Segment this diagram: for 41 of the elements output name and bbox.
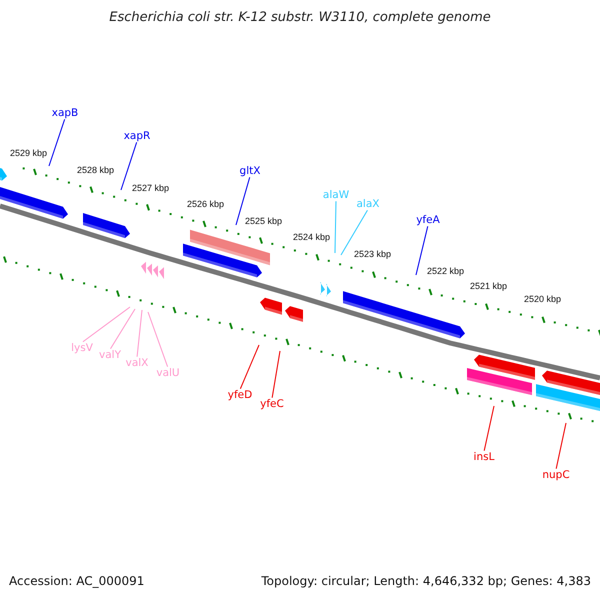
leader-line — [484, 406, 494, 452]
gene-label: valU — [156, 368, 180, 378]
leader-line — [236, 176, 250, 226]
leader-line — [148, 312, 168, 368]
gene-label: yfeA — [416, 214, 440, 226]
footer-text: Accession: AC_000091 — [9, 575, 144, 587]
scale-label: 2525 kbp — [245, 216, 282, 226]
gene-label: xapB — [52, 108, 78, 118]
gene-label: lysV — [71, 342, 93, 354]
title: Escherichia coli str. K-12 substr. W3110, complete genome — [108, 11, 492, 24]
leader-line — [240, 344, 260, 390]
scale-label: 2526 kbp — [187, 200, 224, 210]
scale-label: 2529 kbp — [10, 148, 48, 158]
gene-label: insL — [474, 452, 494, 462]
scale-label: 2520 kbp — [524, 294, 562, 304]
gene-label: nupC — [542, 470, 570, 480]
gene-label: alaX — [356, 198, 380, 210]
leader-line — [272, 350, 280, 398]
scale-label: 2527 kbp — [132, 184, 170, 193]
scale-label: 2523 kbp — [354, 250, 392, 260]
leader-line — [48, 118, 66, 166]
footer-text: Topology: circular; Length: 4,646,332 bp; Genes: 4,383 — [261, 575, 591, 587]
gene-label: gltX — [240, 166, 260, 176]
gene-label: valX — [126, 358, 148, 368]
leader-line — [120, 142, 138, 190]
leader-line — [334, 200, 336, 254]
leader-line — [340, 210, 368, 256]
gene-label: alaW — [322, 190, 350, 200]
scale-label: 2521 kbp — [470, 282, 508, 291]
leader-line — [110, 308, 136, 350]
scale-label: 2522 kbp — [427, 267, 464, 276]
gene-label: xapR — [124, 130, 150, 142]
gene-label: yfeD — [228, 390, 252, 400]
gene-label: valY — [99, 350, 121, 360]
leader-line — [136, 310, 142, 358]
leader-line — [82, 306, 130, 342]
gene-label: yfeC — [260, 398, 284, 410]
leader-line — [416, 226, 428, 276]
scale-label: 2528 kbp — [77, 166, 114, 176]
scale-label: 2524 kbp — [293, 232, 330, 242]
leader-line — [556, 422, 566, 470]
